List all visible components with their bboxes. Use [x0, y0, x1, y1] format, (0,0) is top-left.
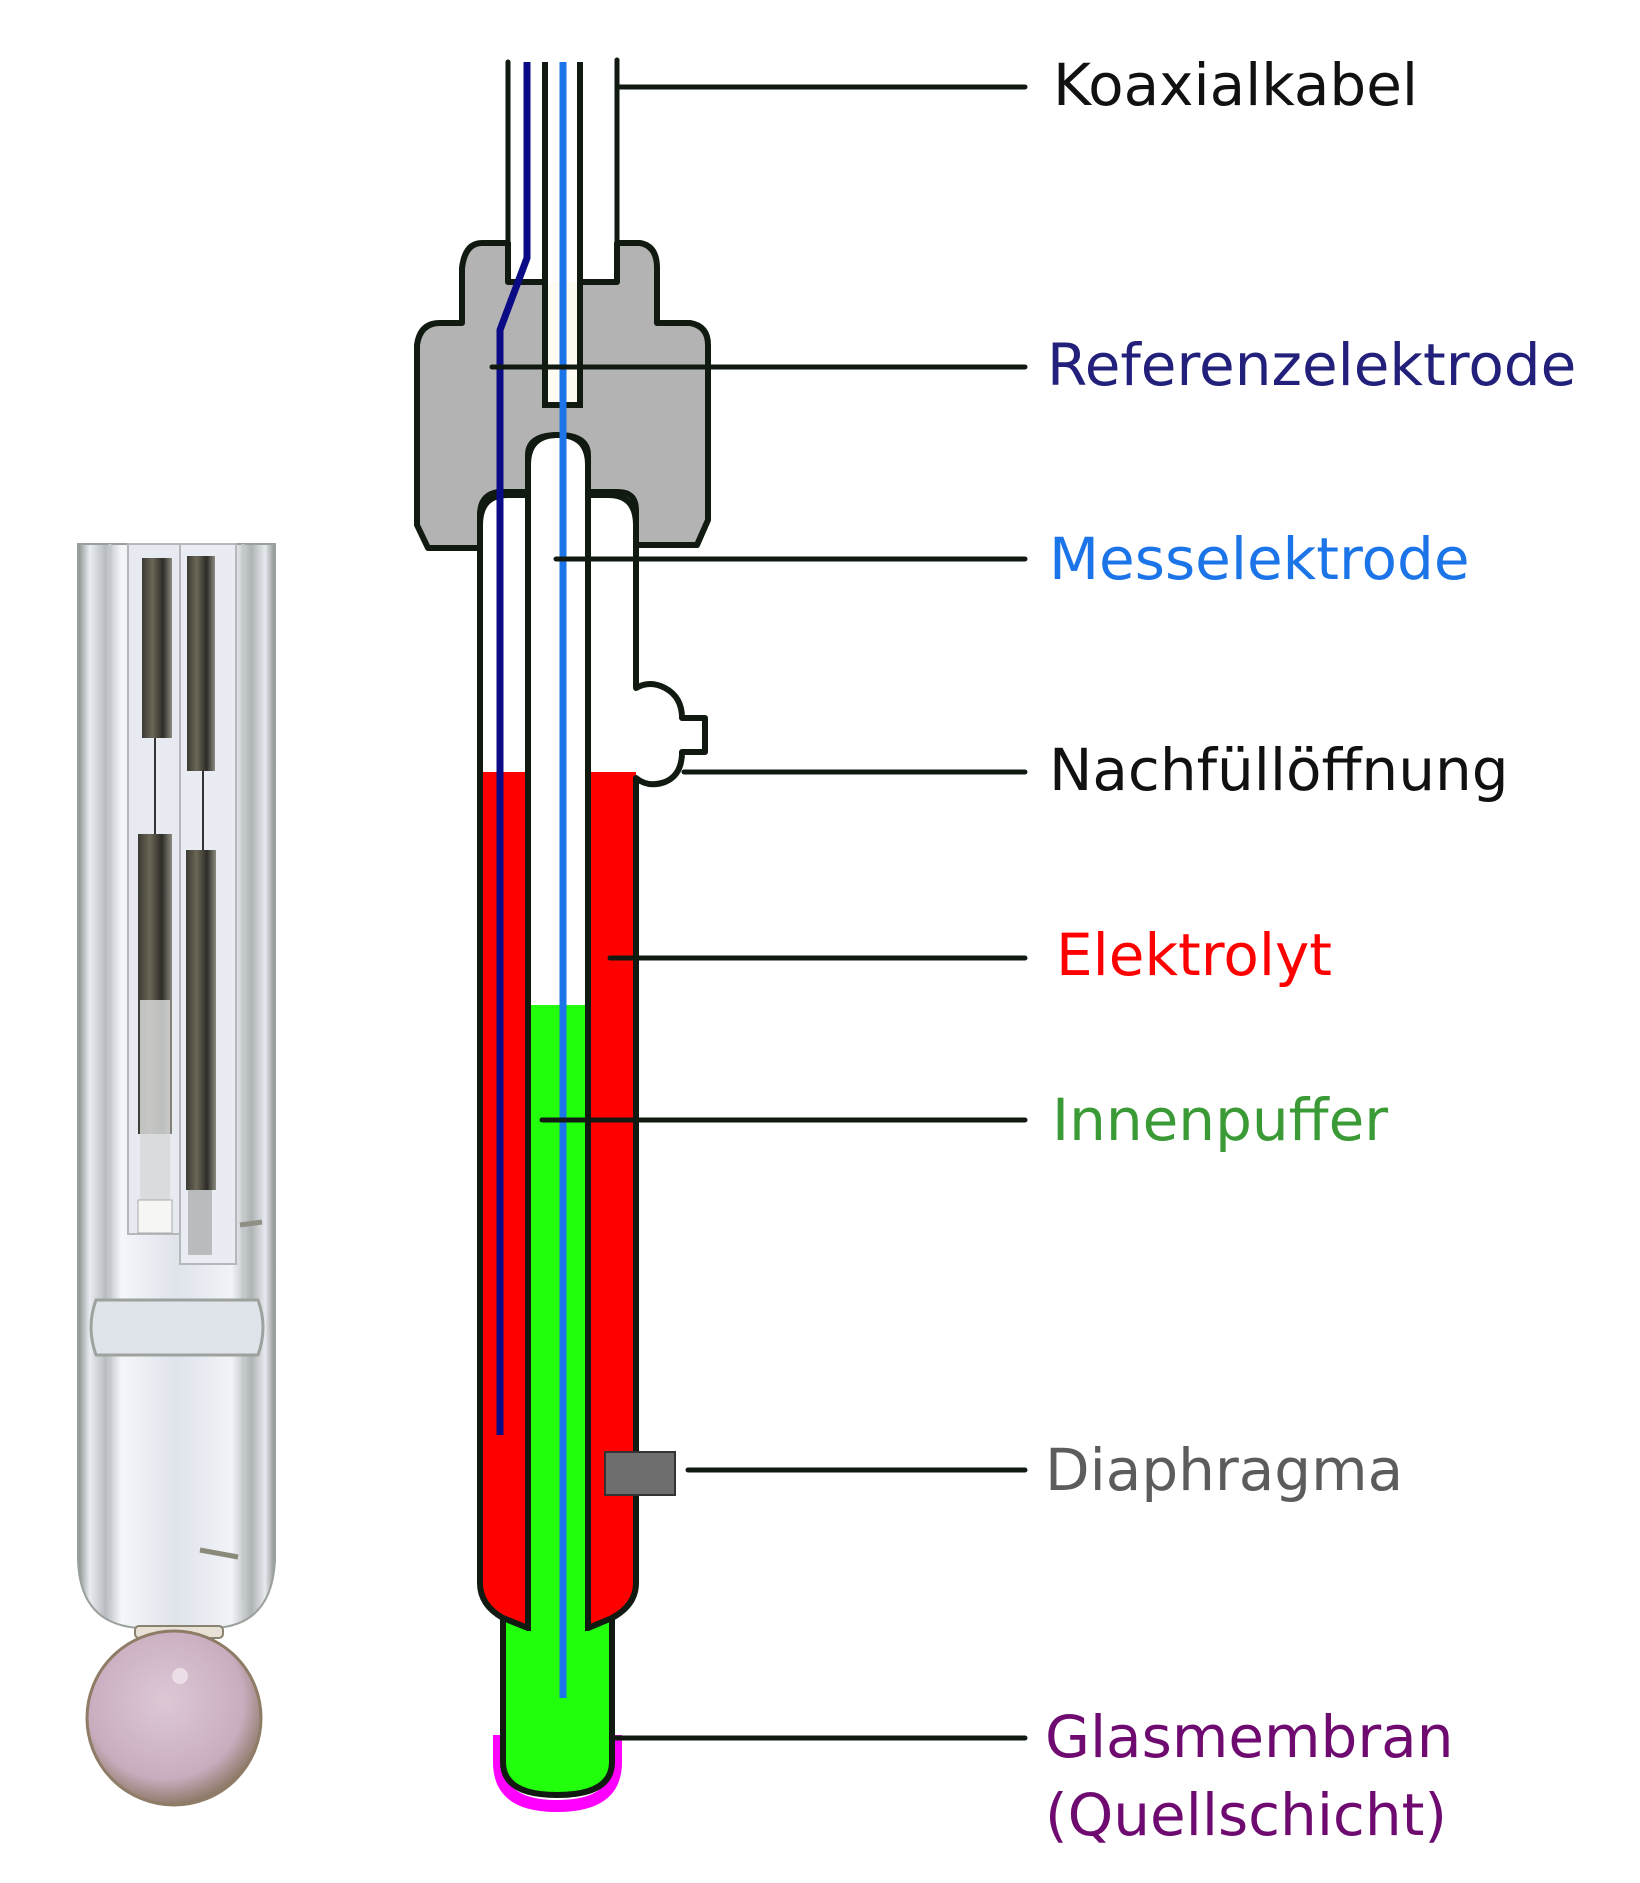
inner-buffer-fill: [531, 1005, 585, 1628]
photo-glass-ring: [89, 1298, 265, 1357]
inner-buffer-fill: [531, 1618, 585, 1632]
inner-glass-tube-outline: [525, 432, 591, 1631]
reference-electrode-wire: [496, 62, 531, 1435]
glass-membrane-bulb: [500, 1615, 615, 1798]
photo-bulb-highlight: [172, 1668, 188, 1684]
photo-electrode-plug: [137, 1199, 173, 1234]
photo-electrode-element: [186, 850, 216, 1190]
photo-electrode-filling: [140, 1000, 170, 1200]
label-messelektrode: Messelektrode: [1049, 525, 1470, 593]
photo-diaphragm-pin: [239, 1219, 263, 1228]
refill-port-interior: [639, 689, 679, 781]
labels: Koaxialkabel Referenzelektrode Messelekt…: [1045, 51, 1576, 1849]
label-glasmembran: Glasmembran: [1045, 1703, 1453, 1771]
electrode-photo: [77, 543, 276, 1807]
label-quellschicht: (Quellschicht): [1045, 1781, 1447, 1849]
label-elektrolyt: Elektrolyt: [1056, 921, 1332, 989]
refill-port-nub: [685, 721, 702, 749]
electrolyte-fill: [480, 772, 636, 1628]
label-koaxialkabel: Koaxialkabel: [1053, 51, 1418, 119]
label-innenpuffer: Innenpuffer: [1052, 1086, 1388, 1154]
photo-electrode-element: [142, 558, 172, 738]
label-nachfuelloeffnung: Nachfüllöffnung: [1049, 736, 1509, 804]
label-referenzelektrode: Referenzelektrode: [1047, 331, 1576, 399]
photo-electrode-plug: [188, 1190, 212, 1255]
diaphragm: [604, 1451, 676, 1496]
label-diaphragma: Diaphragma: [1045, 1436, 1403, 1504]
leader-lines: [489, 84, 1028, 1741]
photo-diaphragm-pin: [199, 1547, 239, 1560]
electrode-schematic: [414, 57, 711, 1812]
photo-electrode-element: [187, 556, 215, 771]
photo-glass-bulb: [85, 1629, 263, 1807]
